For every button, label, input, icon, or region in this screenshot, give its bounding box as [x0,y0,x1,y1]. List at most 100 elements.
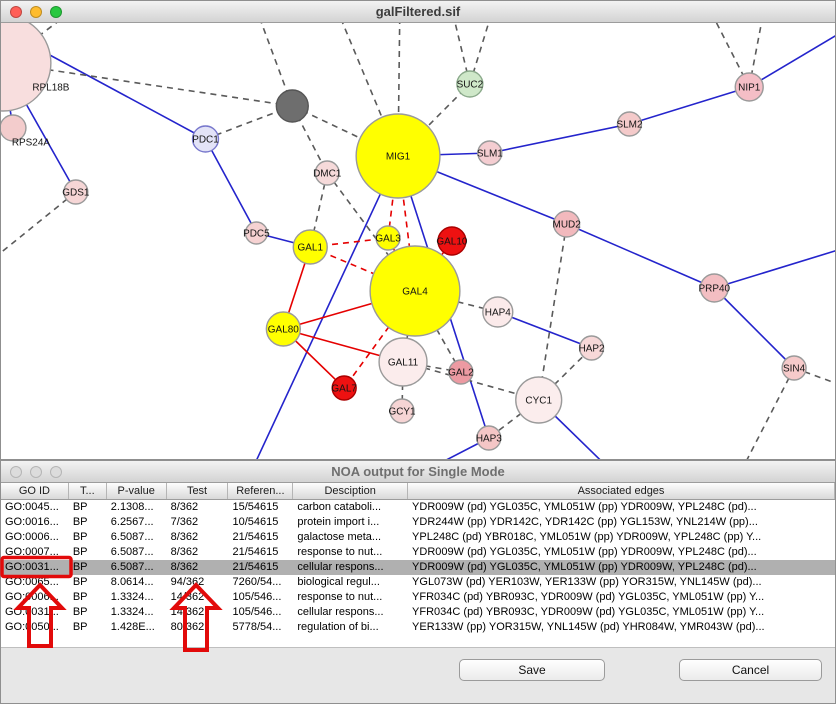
column-header-t[interactable]: T... [69,483,107,499]
node-CYC1[interactable] [515,376,563,424]
close-button[interactable] [10,465,22,478]
network-edge-red-dashed[interactable] [309,246,416,292]
network-edge-dashed[interactable] [291,105,399,157]
node-SLM2[interactable] [616,111,643,137]
network-edge-blue[interactable] [748,23,835,88]
traffic-lights [10,5,62,18]
network-edge-dashed[interactable] [250,23,294,107]
network-edge-dashed[interactable] [469,23,498,85]
node-GAL3[interactable] [375,225,401,251]
network-edge-blue[interactable] [714,239,835,289]
noa-titlebar[interactable]: NOA output for Single Mode [1,461,835,483]
node-HAP2[interactable] [578,335,605,361]
column-header-desciption[interactable]: Desciption [293,483,409,499]
node-label: PRP40 [699,283,731,294]
node-PDC1[interactable] [191,125,220,153]
column-header-pvalue[interactable]: P-value [107,483,167,499]
table-cell: 1.3324... [110,591,154,603]
table-cell: 105/546... [232,606,282,618]
network-edge-dashed[interactable] [793,367,835,396]
table-cell: 2.1308... [110,501,154,513]
button-bar: Save Cancel [1,647,835,703]
table-cell: 1.3324... [110,606,154,618]
column-header-associatededges[interactable]: Associated edges [408,483,835,499]
node-GAL80[interactable] [265,311,301,347]
network-edge-dashed[interactable] [537,223,568,401]
table-cell: 8/362 [170,531,199,543]
save-button[interactable]: Save [459,659,605,681]
node-NIP1[interactable] [734,72,764,102]
network-edge-dashed[interactable] [1,191,77,259]
zoom-button[interactable] [50,465,62,478]
network-titlebar[interactable]: galFiltered.sif [1,1,835,23]
table-cell: response to nut... [297,591,383,603]
network-edge-dashed[interactable] [448,23,471,85]
network-edge-dashed[interactable] [2,23,96,64]
table-cell: response to nut... [297,546,383,558]
network-edge-blue[interactable] [252,155,399,459]
minimize-button[interactable] [30,465,42,478]
node-GAL2[interactable] [448,359,474,385]
table-cell: BP [72,576,88,588]
node-GAL4[interactable] [369,245,461,337]
node-label: PDC5 [243,228,270,239]
zoom-button[interactable] [50,5,62,18]
node-GAL7[interactable] [331,375,357,401]
node-SIN4[interactable] [781,355,807,381]
network-edge-blue[interactable] [629,86,750,125]
node-PDC5[interactable] [244,221,269,245]
node-RPL18B[interactable] [1,23,52,112]
node-SUC2[interactable] [456,70,484,98]
node-label: MIG1 [386,151,411,162]
table-cell: YDR009W (pd) YGL035C, YML051W (pp) YDR00… [412,546,757,558]
node-RPS24A[interactable] [1,114,27,142]
cancel-button[interactable]: Cancel [679,659,822,681]
table-cell: GO:0006... [5,531,59,543]
network-canvas[interactable]: RPL18BRPS24AGDS1PDC1DMC1MIG1SUC2SLM1SLM2… [1,23,835,459]
node-GAL10[interactable] [437,226,467,256]
node-GAL11[interactable] [378,337,428,387]
close-button[interactable] [10,5,22,18]
network-edge-dashed[interactable] [748,23,767,88]
network-edge-blue[interactable] [713,287,795,369]
node-PRP40[interactable] [699,273,729,303]
minimize-button[interactable] [30,5,42,18]
node-MIG1[interactable] [355,113,441,199]
network-edge-dashed[interactable] [330,23,399,157]
node-GAL1[interactable] [292,229,328,265]
table-cell: cellular respons... [297,561,384,573]
node-label: HAP3 [476,433,502,444]
node-GRAY1[interactable] [275,89,309,123]
network-edge-blue[interactable] [489,123,630,154]
network-edge-red-dashed[interactable] [343,290,416,389]
node-MUD2[interactable] [552,210,581,238]
column-header-goid[interactable]: GO ID [1,483,69,499]
network-edge-blue[interactable] [566,223,715,289]
node-label: RPL18B [32,82,69,93]
network-edge-blue[interactable] [204,138,258,234]
column-header-test[interactable]: Test [167,483,229,499]
node-DMC1[interactable] [314,160,340,186]
column-header-referen[interactable]: Referen... [228,483,294,499]
node-HAP3[interactable] [476,425,502,451]
network-edge-dashed[interactable] [2,62,293,107]
node-GCY1[interactable] [389,398,415,424]
table-cell: GO:0045... [5,501,59,513]
table-cell: 8/362 [170,501,199,513]
table-cell: YDR009W (pd) YGL035C, YML051W (pp) YDR00… [412,561,757,573]
network-edge-dashed[interactable] [741,367,795,459]
node-SLM1[interactable] [477,140,503,166]
network-edge-blue[interactable] [497,311,592,349]
node-HAP4[interactable] [482,296,514,328]
node-GDS1[interactable] [63,179,89,205]
